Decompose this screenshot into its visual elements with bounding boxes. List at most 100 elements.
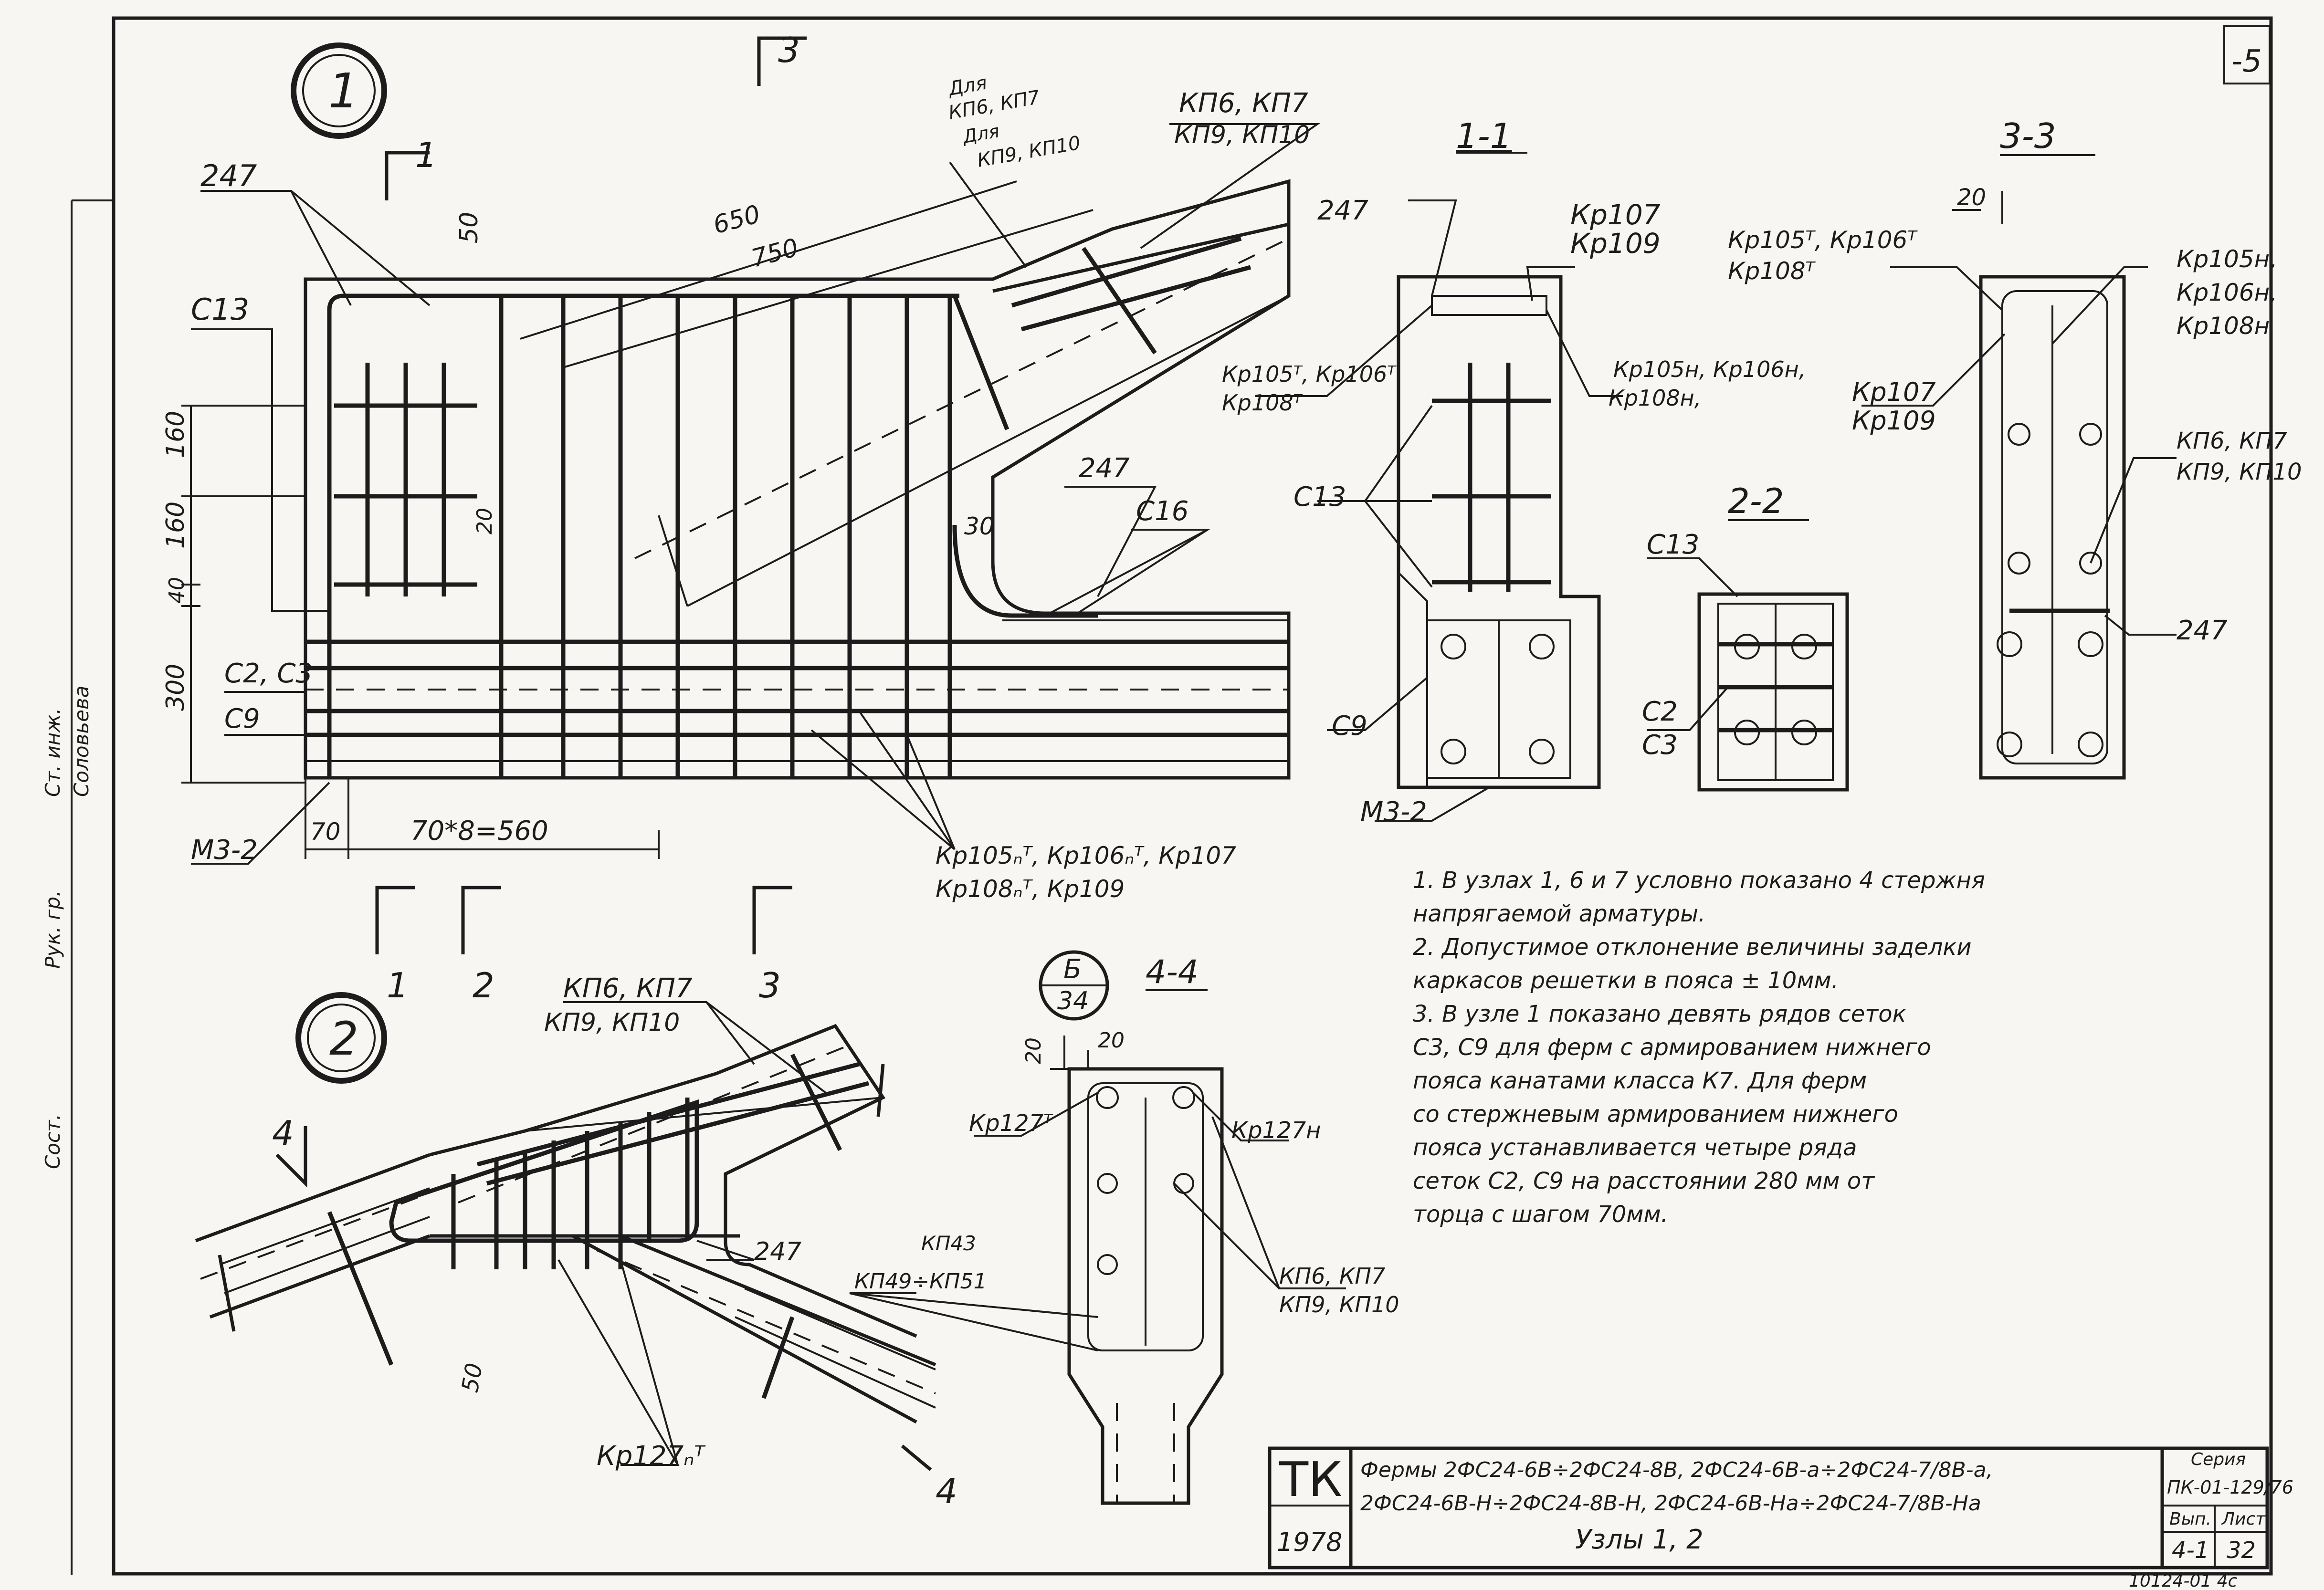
node2-mark-4b: 4 <box>936 1471 957 1511</box>
tb-year: 1978 <box>1277 1527 1342 1557</box>
label-for-b: Для <box>960 120 1001 147</box>
tb-vol: 4-1 <box>2172 1537 2209 1564</box>
note-line: со стержневым армированием нижнего <box>1413 1101 1898 1128</box>
general-notes: 1. В узлах 1, 6 и 7 условно показано 4 с… <box>1413 864 2253 1231</box>
s22-label-c3: С3 <box>1642 730 1678 761</box>
s33-label-kr107: Кр107 <box>1852 377 1936 407</box>
margin-text-2: Рук. гр. <box>41 890 64 969</box>
node-2-badge <box>295 992 387 1084</box>
note-line: 2. Допустимое отклонение величины заделк… <box>1413 934 1972 961</box>
margin-text-4: Соловьева <box>70 686 93 797</box>
node2-label-247: 247 <box>754 1237 801 1266</box>
tb-sheet: 32 <box>2227 1537 2256 1564</box>
title-block: ТК 1978 Фермы 2ФС24-6В÷2ФС24-8В, 2ФС24-6… <box>1268 1446 2293 1590</box>
section-mark-3: 3 <box>759 965 781 1005</box>
s33-label-kr-top-1: Кр105ᵀ, Кр106ᵀ <box>1728 226 1918 254</box>
dim-30: 30 <box>964 513 995 540</box>
s33-label-kr-r2: Кр106н, <box>2177 279 2277 306</box>
s11-label-kr-left-2: Кр108ᵀ <box>1222 390 1303 416</box>
section-2-2: 2-2 С13 С2 С3 <box>1642 481 1849 792</box>
s44-label-kr127h: Кр127н <box>1231 1117 1321 1144</box>
note-line: напрягаемой арматуры. <box>1413 900 1706 927</box>
dim-pitch: 70*8=560 <box>410 816 548 847</box>
dim-50: 50 <box>455 212 484 243</box>
margin-text-1: Сост. <box>41 1114 64 1169</box>
note-line: 3. В узле 1 показано девять рядов сеток <box>1413 1001 1906 1027</box>
tb-series-label: Серия <box>2191 1450 2246 1469</box>
section-mark-1: 1 <box>387 965 409 1005</box>
node2-mark-4: 4 <box>272 1113 294 1153</box>
s44-dim-20a: 20 <box>1021 1037 1046 1064</box>
node-1-dimensions <box>181 161 1094 859</box>
note-line: пояса канатами класса К7. Для ферм <box>1413 1067 1867 1094</box>
section-1-1: 1-1 247 Кр107 Кр109 Кр105ᵀ, Кр106ᵀ Кр108… <box>1222 116 1806 827</box>
label-c9: С9 <box>224 703 260 734</box>
node-2-badge-text: 2 <box>329 1012 358 1066</box>
label-m3-2: М3-2 <box>191 835 258 866</box>
tb-line3: Узлы 1, 2 <box>1575 1524 1704 1555</box>
tb-line2: 2ФС24-6В-Н÷2ФС24-8В-Н, 2ФС24-6В-На÷2ФС24… <box>1360 1491 1981 1516</box>
s44-label-kr127t: Кр127ᵀ <box>969 1110 1053 1137</box>
dim-20: 20 <box>473 508 497 534</box>
tb-footer: 10124-01 4с <box>2129 1571 2238 1590</box>
label-c13: С13 <box>191 292 249 327</box>
label-kr-bottom-1: Кр105ₙᵀ, Кр106ₙᵀ, Кр107 <box>936 842 1236 869</box>
section-3-3-title: 3-3 <box>2000 116 2056 156</box>
s11-label-247: 247 <box>1317 195 1368 226</box>
node-1-outline <box>304 179 1291 780</box>
dim-40: 40 <box>165 577 189 604</box>
note-line: 1. В узлах 1, 6 и 7 условно показано 4 с… <box>1413 867 1985 894</box>
note-line: торца с шагом 70мм. <box>1413 1201 1668 1228</box>
s33-label-kr109: Кр109 <box>1852 406 1936 436</box>
s44-label-kp9-kp10: КП9, КП10 <box>1279 1292 1399 1318</box>
tb-sheet-label: Лист <box>2221 1509 2266 1529</box>
dim-160b: 160 <box>161 502 190 549</box>
tb-vol-label: Вып. <box>2169 1509 2211 1529</box>
sheet-corner-box <box>2223 25 2271 84</box>
s33-label-kr-top-2: Кр108ᵀ <box>1728 257 1816 285</box>
node-1-badge-text: 1 <box>328 63 359 119</box>
margin-text-3: Ст. инж. <box>41 708 64 797</box>
s22-label-c2: С2 <box>1642 696 1678 727</box>
tb-org: ТК <box>1279 1452 1342 1507</box>
node2-label-kp6-kp7: КП6, КП7 <box>563 973 693 1004</box>
node-1-strands <box>305 639 1289 762</box>
s11-label-c9: С9 <box>1332 711 1367 742</box>
node-2-stirrups <box>327 1053 842 1399</box>
section-4-4: Б 34 4-4 20 20 Кр127ᵀ Кр127н КП6, КП7 КП… <box>849 950 1399 1505</box>
node-1-section-marks <box>375 36 807 954</box>
s44-label-kp6-kp7: КП6, КП7 <box>1279 1263 1385 1289</box>
section-mark-3-top: 3 <box>778 30 800 70</box>
section-3-3: 3-3 20 Кр105ᵀ, Кр106ᵀ Кр108ᵀ Кр105н, Кр1… <box>1728 116 2302 780</box>
s33-label-kp9-kp10: КП9, КП10 <box>2177 459 2302 485</box>
section-1-1-title: 1-1 <box>1456 116 1512 156</box>
node-1-leaders <box>191 123 1321 865</box>
node-2-drawing: 2 <box>195 973 957 1511</box>
dim-300: 300 <box>161 664 190 711</box>
ref-bottom: 34 <box>1057 987 1089 1015</box>
s11-label-c13: С13 <box>1293 481 1346 513</box>
node2-label-kp9-kp10: КП9, КП10 <box>544 1008 680 1037</box>
s11-label-kr-right-2: Кр108н, <box>1609 385 1701 411</box>
sheet-corner-number: -5 <box>2231 44 2262 79</box>
note-line: пояса устанавливается четыре ряда <box>1413 1134 1857 1161</box>
note-line: С3, С9 для ферм с армированием нижнего <box>1413 1034 1931 1061</box>
s11-label-kr107: Кр107 <box>1570 199 1661 231</box>
node-1-drawing: 1 <box>161 30 1321 1005</box>
label-kr-bottom-2: Кр108ₙᵀ, Кр109 <box>936 875 1125 903</box>
s11-label-kr-left-1: Кр105ᵀ, Кр106ᵀ <box>1222 361 1397 387</box>
s33-label-kr-r3: Кр108н <box>2177 312 2270 340</box>
s11-label-kr109: Кр109 <box>1570 227 1661 260</box>
label-kp9-kp10: КП9, КП10 <box>1174 121 1310 149</box>
label-c16: С16 <box>1136 496 1188 527</box>
dim-70: 70 <box>310 818 341 846</box>
s44-dim-20b: 20 <box>1098 1028 1125 1053</box>
s11-label-kr-right-1: Кр105н, Кр106н, <box>1613 356 1806 382</box>
section-2-2-title: 2-2 <box>1728 481 1784 521</box>
section-mark-2: 2 <box>473 965 494 1005</box>
node2-label-kr127: Кр127ₙᵀ <box>597 1441 706 1472</box>
left-margin-stamp: Сост. Рук. гр. Ст. инж. Соловьева <box>41 686 93 1169</box>
label-c2-c3: С2, С3 <box>224 658 313 689</box>
dim-750: 750 <box>748 233 801 273</box>
